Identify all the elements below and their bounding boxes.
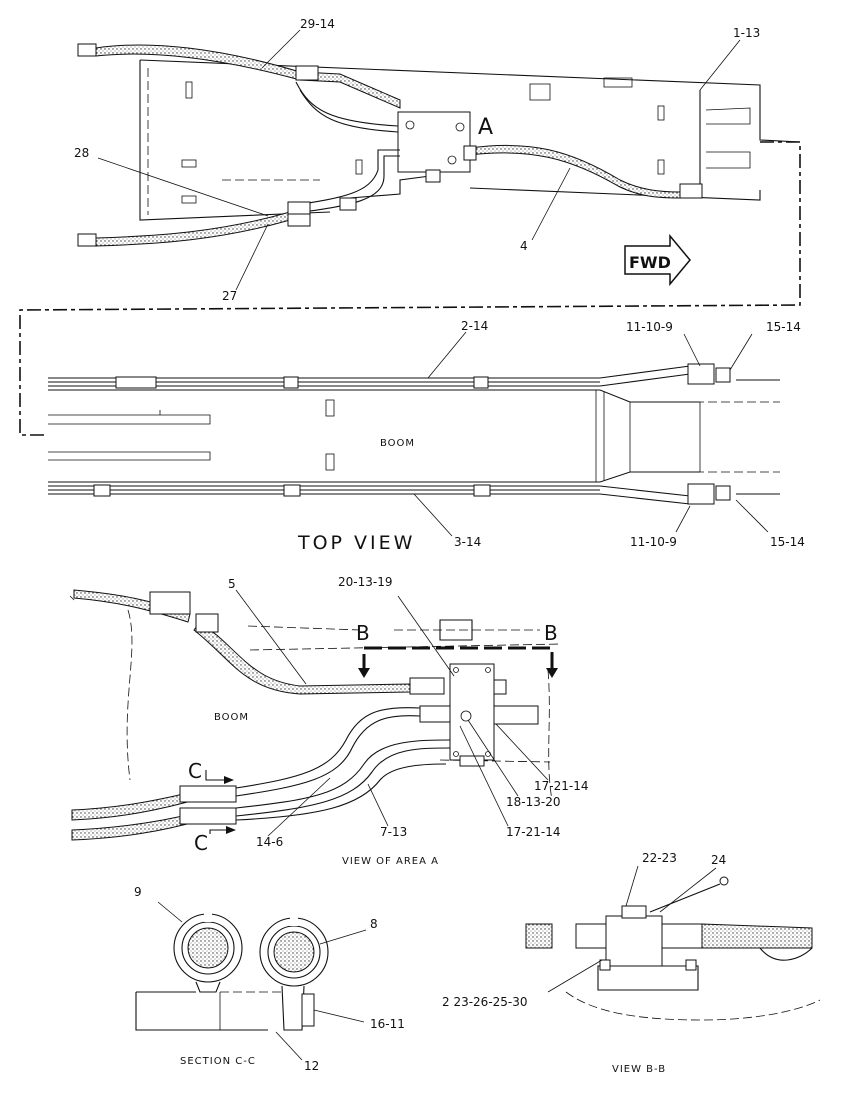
top-view-title: TOP VIEW (297, 532, 415, 554)
section-c-c-title: SECTION C-C (180, 1056, 256, 1067)
callout-28: 28 (74, 146, 89, 160)
callout-7-13: 7-13 (380, 825, 407, 839)
callout-9: 9 (134, 885, 142, 899)
callout-15-14-bottom: 15-14 (770, 535, 805, 549)
fwd-label: FWD (629, 253, 671, 272)
callout-18-13-20: 18-13-20 (506, 795, 560, 809)
callout-8: 8 (370, 917, 378, 931)
section-b-right: B (544, 621, 558, 645)
section-c-top: C (188, 759, 202, 783)
callout-2-23-26-25-30: 2 23-26-25-30 (442, 995, 528, 1009)
callout-5: 5 (228, 577, 236, 591)
callout-16-11: 16-11 (370, 1017, 405, 1031)
area-a-marker: A (478, 115, 493, 140)
callout-4: 4 (520, 239, 528, 253)
callout-29-14: 29-14 (300, 17, 335, 31)
callout-3-14: 3-14 (454, 535, 481, 549)
view-b-b: 22-23 24 2 23-26-25-30 VIEW B-B (442, 851, 821, 1075)
section-c-bottom: C (194, 831, 208, 855)
callout-15-14-top: 15-14 (766, 320, 801, 334)
callout-12: 12 (304, 1059, 319, 1073)
section-c-c-view: 9 8 16-11 12 SECTION C-C (134, 885, 405, 1073)
callout-22-23: 22-23 (642, 851, 677, 865)
callout-11-10-9-top: 11-10-9 (626, 320, 673, 334)
boom-label-top: BOOM (380, 438, 415, 449)
area-a-view-title: VIEW OF AREA A (342, 856, 439, 867)
boom-label-detail: BOOM (214, 712, 249, 723)
callout-17-21-14-b: 17-21-14 (506, 825, 560, 839)
forward-arrow-icon: FWD (624, 233, 691, 287)
callout-14-6: 14-6 (256, 835, 283, 849)
callout-1-13: 1-13 (733, 26, 760, 40)
callout-2-14: 2-14 (461, 319, 488, 333)
callout-17-21-14-a: 17-21-14 (534, 779, 588, 793)
view-b-b-title: VIEW B-B (612, 1064, 666, 1075)
area-a-detail-view: B B BOOM C C (69, 575, 588, 867)
section-b-left: B (356, 621, 370, 645)
boom-top-view: BOOM 2-14 11-10-9 15-14 3-14 11-10-9 15-… (48, 319, 805, 554)
callout-24: 24 (711, 853, 726, 867)
callout-27: 27 (222, 289, 237, 303)
callout-20-13-19: 20-13-19 (338, 575, 392, 589)
callout-11-10-9-bottom: 11-10-9 (630, 535, 677, 549)
upper-frame-view: 29-14 1-13 28 4 27 A FWD (19, 17, 801, 436)
